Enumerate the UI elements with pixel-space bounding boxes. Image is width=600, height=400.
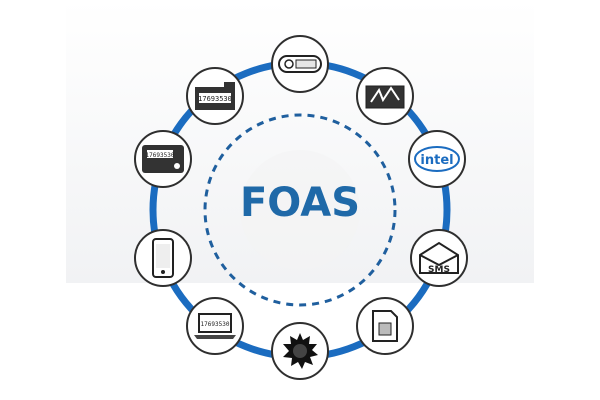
- card-otp-text: 17693530: [146, 152, 175, 159]
- laptop-icon: 17693530: [186, 297, 244, 355]
- sim-card-icon: [356, 297, 414, 355]
- sms-icon: SMS: [410, 229, 468, 287]
- card-icon: [356, 67, 414, 125]
- intel-text: intel: [420, 153, 453, 168]
- token-card-icon: 17693530: [186, 67, 244, 125]
- display-card-icon: 17693530: [134, 130, 192, 188]
- smartphone-icon: [134, 229, 192, 287]
- sms-text: SMS: [428, 265, 450, 275]
- token-otp-text: 17693530: [198, 95, 232, 103]
- foas-title: FOAS: [239, 180, 361, 226]
- center-glow: [240, 150, 360, 270]
- intel-logo-icon: intel: [408, 130, 466, 188]
- usb-token-icon: [271, 35, 329, 93]
- dashed-ring: [203, 113, 397, 307]
- laptop-otp-text: 17693530: [201, 321, 230, 328]
- gear-seal-icon: [271, 322, 329, 380]
